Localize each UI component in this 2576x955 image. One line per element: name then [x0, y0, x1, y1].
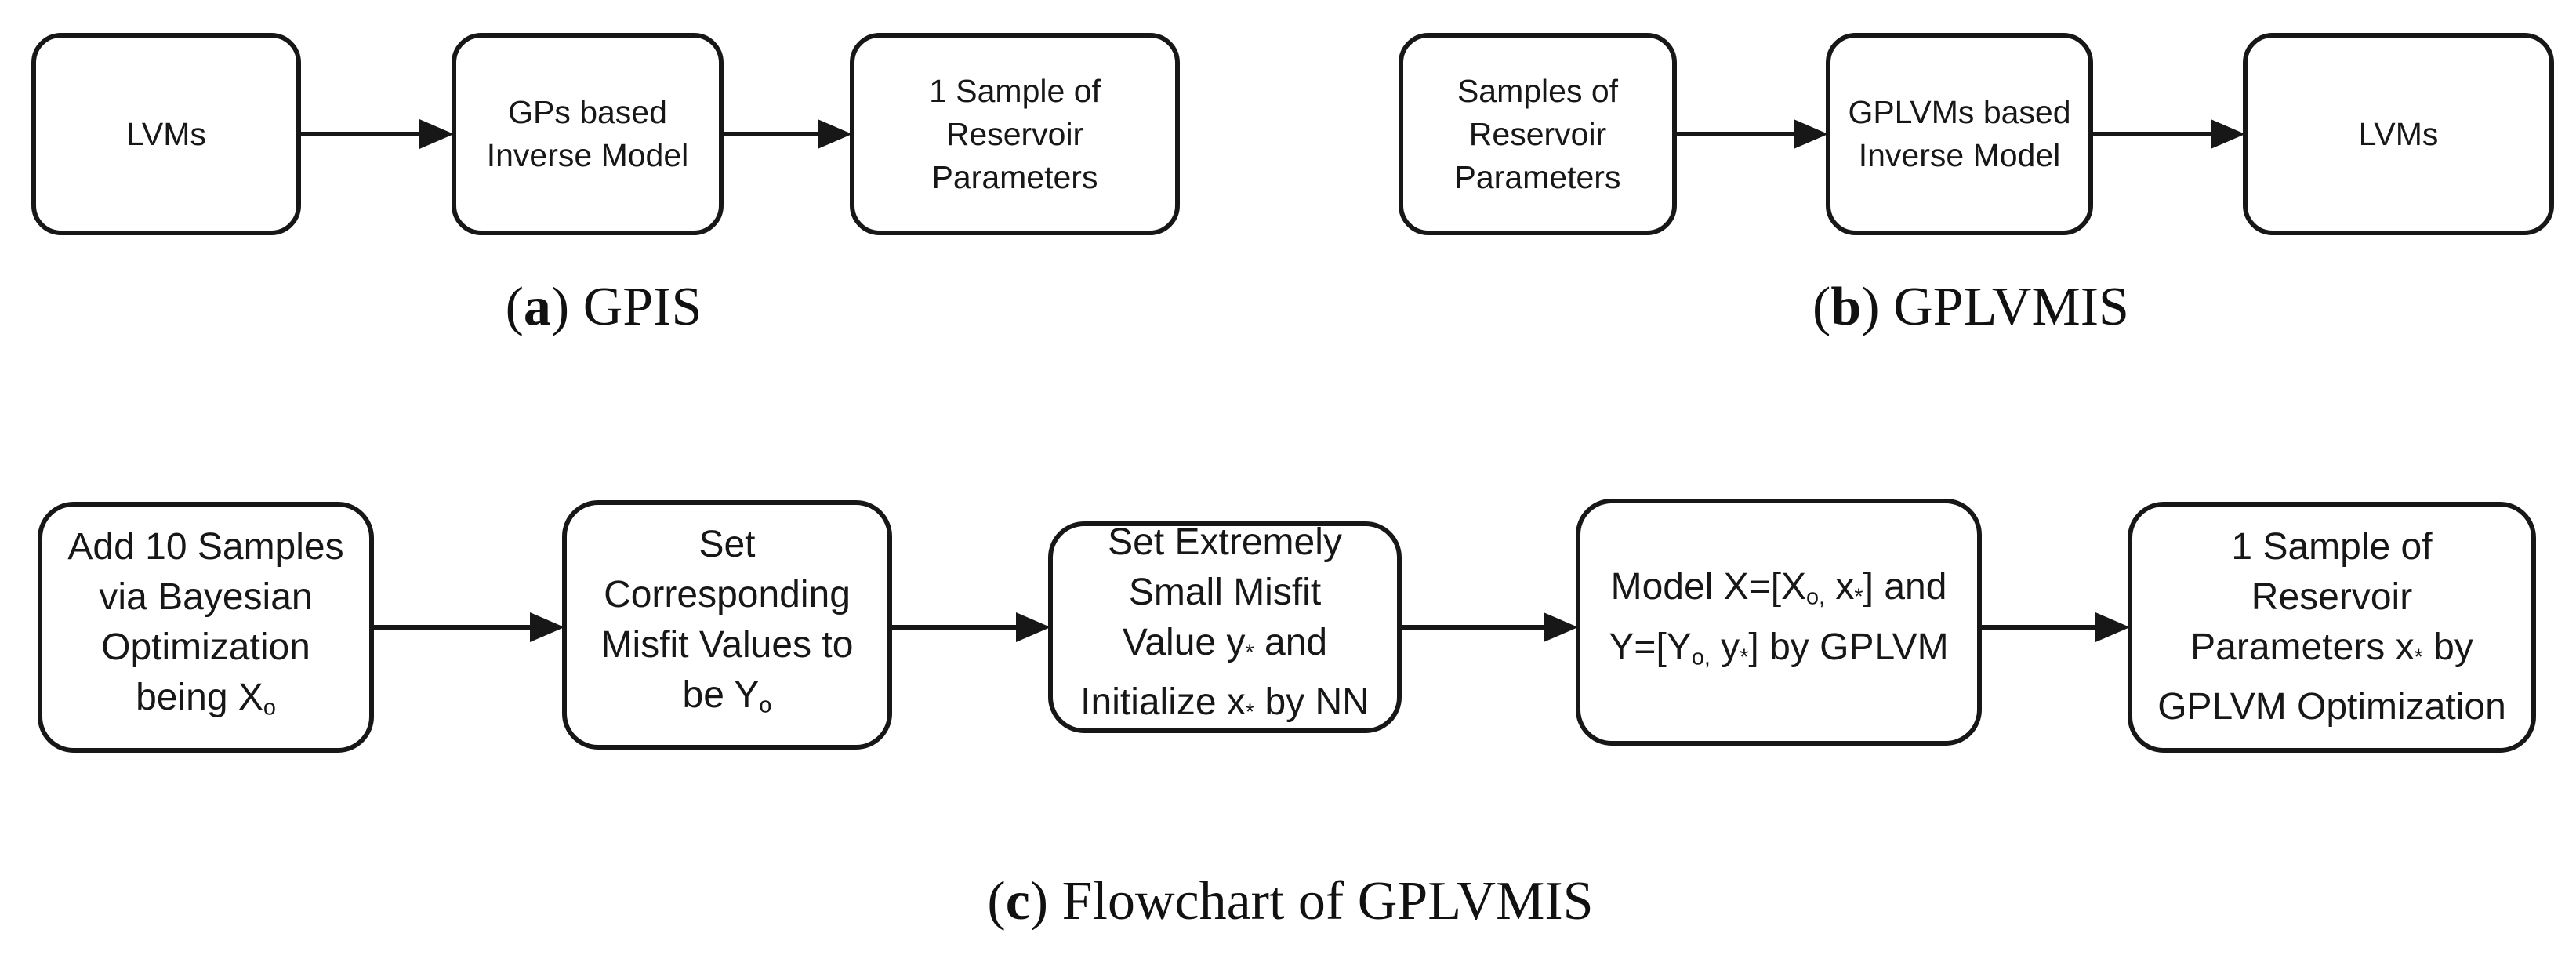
- arrow-head-icon: [1544, 612, 1578, 642]
- caption-a-title: GPIS: [582, 277, 702, 337]
- flow-arrow: [1979, 612, 2130, 643]
- arrow-shaft: [299, 132, 419, 136]
- caption-c-open: (: [987, 871, 1006, 931]
- caption-b-letter: b: [1830, 277, 1862, 337]
- caption-c-letter: c: [1005, 871, 1030, 931]
- flow-arrow: [1674, 118, 1828, 150]
- caption-a-close: ): [550, 277, 583, 337]
- caption-b-close: ): [1861, 277, 1894, 337]
- arrow-head-icon: [2211, 119, 2245, 149]
- arrow-head-icon: [1016, 612, 1050, 642]
- caption-b-open: (: [1812, 277, 1831, 337]
- arrow-shaft: [372, 625, 530, 630]
- arrow-head-icon: [419, 119, 454, 149]
- flow-arrow: [1399, 612, 1578, 643]
- lvms-box: LVMs: [31, 33, 301, 235]
- flow-arrow: [299, 118, 454, 150]
- arrow-shaft: [890, 625, 1016, 630]
- caption-a: (a) GPIS: [506, 274, 702, 340]
- caption-a-open: (: [505, 277, 524, 337]
- arrow-head-icon: [1794, 119, 1828, 149]
- arrow-head-icon: [2095, 612, 2130, 642]
- caption-a-letter: a: [523, 277, 551, 337]
- flow-arrow: [721, 118, 852, 150]
- lvms-label: LVMs: [126, 115, 206, 152]
- arrow-head-icon: [530, 612, 564, 642]
- arrow-shaft: [2091, 132, 2211, 136]
- flow-arrow: [372, 612, 564, 643]
- caption-c: (c) Flowchart of GPLVMIS: [987, 869, 1593, 935]
- caption-b-title: GPLVMIS: [1893, 277, 2129, 337]
- flow-arrow: [2091, 118, 2245, 150]
- arrow-shaft: [1979, 625, 2095, 630]
- lvms-output-box: LVMs: [2243, 33, 2554, 235]
- arrow-shaft: [1674, 132, 1794, 136]
- caption-c-title: Flowchart of GPLVMIS: [1061, 871, 1594, 931]
- lvms-output-label: LVMs: [2358, 115, 2439, 152]
- arrow-shaft: [721, 132, 818, 136]
- caption-c-close: ): [1029, 871, 1062, 931]
- flow-arrow: [890, 612, 1050, 643]
- arrow-head-icon: [818, 119, 852, 149]
- caption-b: (b) GPLVMIS: [1812, 274, 2129, 340]
- arrow-shaft: [1399, 625, 1544, 630]
